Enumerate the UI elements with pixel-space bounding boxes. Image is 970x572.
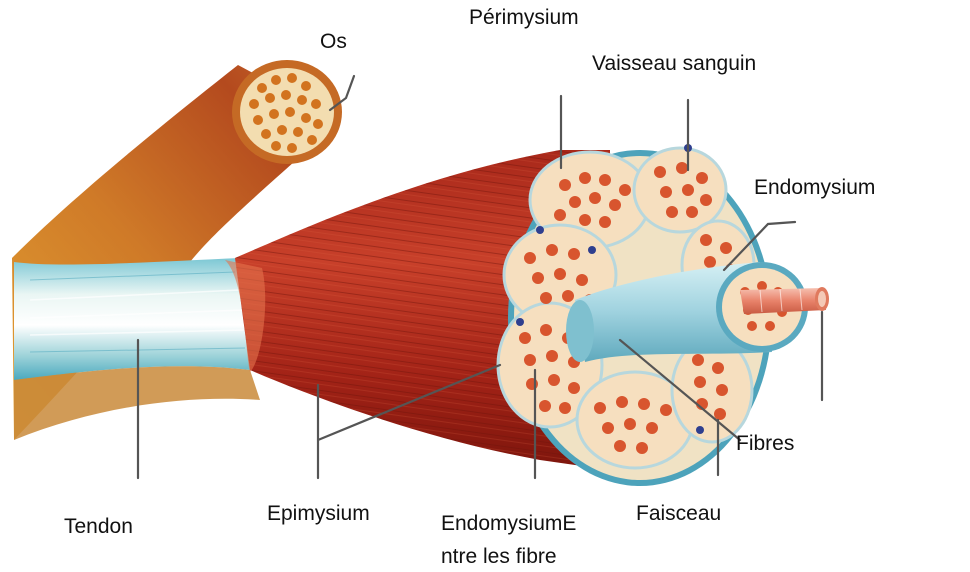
label-fibres: Fibres [736, 432, 794, 456]
bone-cross-section [232, 60, 342, 164]
muscle-fiber [740, 287, 829, 314]
label-vaisseau-sanguin: Vaisseau sanguin [592, 52, 756, 76]
label-endomysium-line1: EndomysiumE [441, 512, 576, 536]
label-faisceau: Faisceau [636, 502, 721, 526]
label-endomysium-line2: ntre les fibre [441, 545, 557, 569]
label-os: Os [320, 30, 347, 54]
label-epimysium: Epimysium [267, 502, 370, 526]
label-perimysium: Périmysium [469, 6, 579, 30]
label-tendon: Tendon [64, 515, 133, 539]
label-endomysium-top: Endomysium [754, 176, 875, 200]
